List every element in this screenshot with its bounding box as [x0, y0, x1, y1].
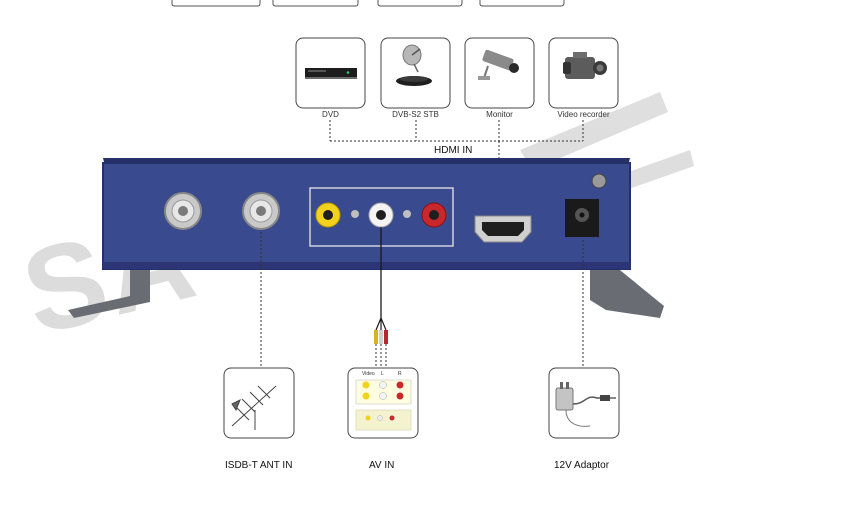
dc-power-jack — [565, 199, 599, 237]
satellite-stb-icon — [396, 44, 432, 86]
indicator-led-1 — [351, 210, 359, 218]
caption-av-in: AV IN — [369, 460, 395, 471]
top-device-dvd — [295, 37, 366, 109]
caption-isdb-t-ant-in: ISDB-T ANT IN — [225, 460, 293, 471]
cctv-camera-icon — [478, 49, 519, 80]
caption-dvb-s2-stb: DVB-S2 STB — [392, 110, 439, 119]
rca-yellow-jack — [315, 202, 341, 228]
hdmi-in-label: HDMI IN — [434, 145, 473, 156]
rca-red-jack — [421, 202, 447, 228]
right-bracket — [590, 262, 664, 318]
bottom-device-adaptor — [548, 367, 620, 439]
av-rca-panel-icon — [355, 379, 412, 431]
bottom-device-av — [347, 367, 419, 439]
av-panel-label-right: R — [398, 371, 402, 377]
av-panel-label-left: L — [381, 371, 384, 377]
top-cutoff-boxes — [171, 0, 565, 7]
top-device-monitor — [464, 37, 535, 109]
indicator-led-2 — [403, 210, 411, 218]
rca-white-jack — [368, 202, 394, 228]
av-panel-label-video: Video — [362, 371, 375, 377]
dvd-player-icon — [305, 68, 357, 79]
coax-connector-2 — [242, 192, 280, 230]
caption-video-recorder: Video recorder — [557, 110, 610, 119]
av-cable — [374, 227, 388, 368]
bottom-device-antenna — [223, 367, 295, 439]
caption-dvd: DVD — [322, 110, 339, 119]
coax-connector-1 — [164, 192, 202, 230]
bottom-connectors — [260, 232, 584, 368]
watermark-band — [520, 92, 694, 190]
device-unit — [68, 158, 664, 318]
ground-screw — [591, 173, 607, 189]
power-adaptor-icon — [555, 382, 616, 427]
caption-monitor: Monitor — [486, 110, 513, 119]
camcorder-icon — [563, 52, 607, 79]
hdmi-port — [474, 215, 532, 243]
left-bracket — [68, 262, 150, 318]
top-device-stb — [380, 37, 451, 109]
antenna-icon — [231, 385, 277, 430]
top-device-video-recorder — [548, 37, 619, 109]
caption-12v-adaptor: 12V Adaptor — [554, 460, 610, 471]
